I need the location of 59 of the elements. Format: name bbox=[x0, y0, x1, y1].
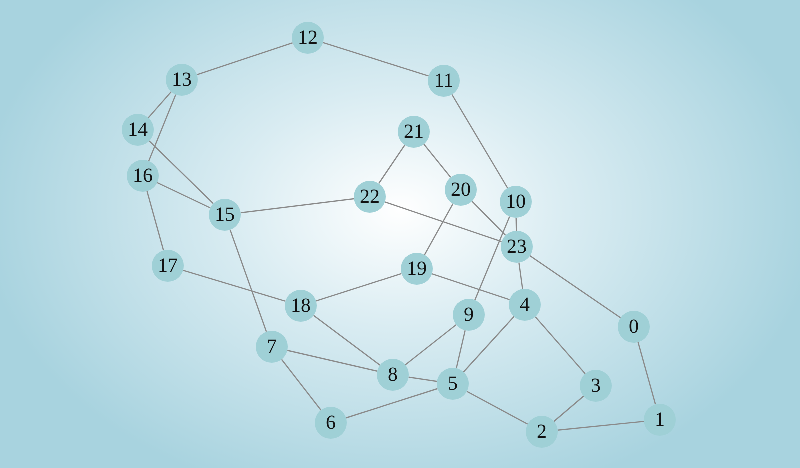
connector-line bbox=[554, 396, 584, 422]
connector-line bbox=[316, 273, 402, 302]
connector-line bbox=[405, 324, 457, 366]
node-label: 1 bbox=[655, 408, 665, 432]
connector-line bbox=[424, 144, 452, 178]
node-label: 5 bbox=[448, 372, 458, 396]
node-label: 16 bbox=[133, 164, 153, 188]
node-label: 20 bbox=[451, 178, 471, 202]
node-label: 17 bbox=[158, 254, 178, 278]
node-label: 15 bbox=[215, 204, 235, 226]
connector-line bbox=[149, 140, 214, 204]
connector-line bbox=[474, 216, 510, 300]
connector-line bbox=[323, 42, 429, 77]
connector-line bbox=[452, 94, 508, 189]
connector-line bbox=[287, 350, 378, 372]
connector-line bbox=[378, 144, 406, 184]
connector-line bbox=[230, 230, 268, 332]
connector-line bbox=[472, 201, 506, 236]
node-label: 22 bbox=[360, 186, 380, 208]
node-label: 13 bbox=[172, 68, 192, 92]
connector-line bbox=[530, 256, 622, 318]
node-label: 4 bbox=[520, 294, 530, 316]
node-label: 2 bbox=[537, 420, 547, 444]
connector-line bbox=[196, 42, 294, 76]
node-label: 11 bbox=[434, 70, 454, 92]
node-label: 12 bbox=[298, 26, 318, 50]
connector-line bbox=[408, 376, 438, 382]
node-label: 14 bbox=[128, 118, 148, 142]
connector-line bbox=[384, 202, 502, 242]
connector-line bbox=[456, 330, 466, 369]
connector-line bbox=[157, 182, 211, 209]
connector-line bbox=[535, 316, 586, 374]
node-label: 23 bbox=[507, 236, 527, 258]
connector-line bbox=[638, 342, 656, 405]
connector-line bbox=[183, 270, 286, 302]
node-label: 8 bbox=[388, 364, 398, 386]
node-label: 3 bbox=[591, 374, 601, 398]
node-label: 19 bbox=[407, 258, 427, 280]
connector-line bbox=[148, 94, 177, 162]
node-label: 0 bbox=[629, 316, 639, 338]
node-label: 9 bbox=[464, 304, 474, 326]
connector-line bbox=[463, 316, 515, 373]
node-label: 6 bbox=[326, 412, 336, 434]
node-label: 21 bbox=[404, 120, 424, 144]
connector-line bbox=[148, 92, 172, 118]
connector-line bbox=[346, 388, 438, 419]
connector-line bbox=[281, 359, 322, 411]
connector-line bbox=[313, 315, 381, 366]
connector-line bbox=[424, 204, 454, 256]
node-label: 7 bbox=[267, 336, 277, 358]
connector-line bbox=[518, 262, 524, 290]
connector-line bbox=[146, 191, 164, 251]
node-label: 18 bbox=[291, 294, 311, 318]
connector-line bbox=[240, 198, 354, 214]
connector-line bbox=[432, 274, 510, 300]
connector-line bbox=[516, 218, 518, 232]
connector-line bbox=[558, 421, 644, 431]
node-label: 10 bbox=[506, 190, 526, 214]
connector-line bbox=[466, 391, 528, 425]
